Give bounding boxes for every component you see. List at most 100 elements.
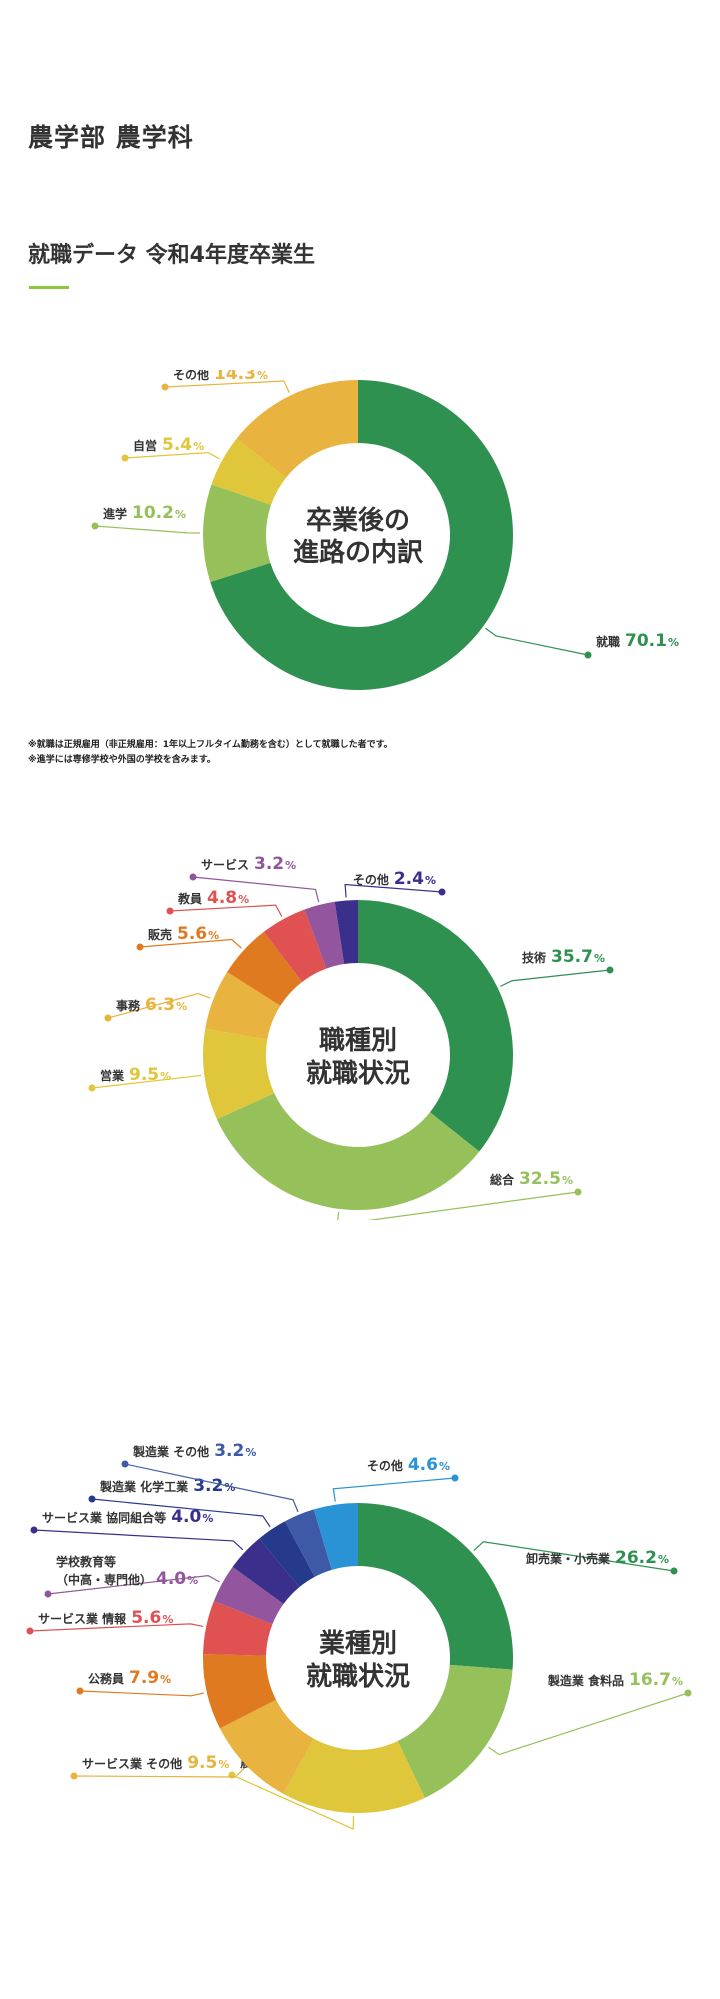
slice-value: 7.9	[129, 1668, 159, 1688]
slice-label-text: 進学 10.2%	[103, 503, 186, 523]
leader-line	[33, 1529, 244, 1551]
leader-dot	[44, 1590, 52, 1598]
slice-unit: %	[208, 929, 219, 942]
leader-line	[164, 380, 290, 393]
slice-1	[397, 1664, 513, 1798]
slice-1	[203, 484, 272, 582]
slice-unit: %	[312, 1757, 323, 1770]
leader-dot	[70, 1772, 78, 1780]
leader-dot	[88, 1084, 96, 1092]
slice-unit: %	[439, 1460, 450, 1473]
center-label-line: 職種別	[319, 1026, 397, 1056]
slice-label-1: 進学 10.2%	[91, 503, 201, 534]
slice-unit: %	[193, 440, 204, 453]
slice-3	[219, 1699, 314, 1794]
slice-label-6: 学校教育等（中高・専門他）4.0%	[44, 1554, 220, 1598]
slice-unit: %	[187, 1574, 198, 1587]
slice-value: 32.5	[519, 1169, 561, 1189]
slice-0	[358, 900, 513, 1152]
label-name: 自営	[133, 438, 157, 453]
label-name: サービス業 情報	[38, 1611, 127, 1626]
slice-value: 10.2	[132, 503, 174, 523]
leader-line	[500, 969, 611, 987]
slice-unit: %	[202, 1512, 213, 1525]
leader-line	[485, 627, 589, 656]
slice-value: 6.3	[145, 995, 175, 1015]
slice-value: 4.8	[207, 888, 237, 908]
slice-unit: %	[175, 508, 186, 521]
center-label-line: 進路の内訳	[293, 537, 424, 568]
slice-9	[285, 1509, 332, 1577]
leader-line	[344, 883, 443, 898]
slice-unit: %	[160, 1673, 171, 1686]
slice-6	[213, 1566, 284, 1625]
note-employment: ※就職は正規雇用（非正規雇用：1年以上フルタイム勤務を含む）として就職した者です…	[28, 740, 393, 750]
slice-unit: %	[658, 1553, 669, 1566]
slice-value: 5.6	[177, 924, 207, 944]
label-name: その他	[173, 370, 209, 382]
leader-dot	[91, 522, 99, 530]
slice-label-7: その他 2.4%	[344, 869, 446, 898]
leader-dot	[88, 1495, 96, 1503]
leader-dot	[76, 1687, 84, 1695]
label-name: 進学	[103, 506, 127, 521]
leader-dot	[121, 454, 129, 462]
slice-5	[263, 909, 327, 982]
slice-value: 2.4	[394, 869, 424, 889]
label-name: その他	[353, 872, 389, 887]
leader-dot	[606, 966, 614, 974]
slice-value: 4.0	[171, 1507, 201, 1527]
label-line: （中高・専門他）	[56, 1572, 152, 1587]
slice-unit: %	[224, 1481, 235, 1494]
slice-label-text: 自営 5.4%	[133, 435, 204, 455]
leader-dot	[438, 888, 446, 896]
slice-value: 9.5	[187, 1753, 217, 1773]
leader-dot	[670, 1567, 678, 1575]
leader-line	[139, 938, 242, 949]
slice-5	[203, 1600, 273, 1656]
label-name: 販売	[148, 927, 172, 942]
leader-line	[124, 452, 220, 460]
leader-dot	[684, 1689, 692, 1697]
title-underline	[29, 286, 69, 289]
notes: ※就職は正規雇用（非正規雇用：1年以上フルタイム勤務を含む）として就職した者です…	[28, 738, 393, 768]
leader-line	[47, 1575, 220, 1595]
leader-dot	[30, 1526, 38, 1534]
slice-label-4: 販売 5.6%	[136, 924, 242, 951]
slice-unit: %	[176, 1000, 187, 1013]
center-label-line: 就職状況	[306, 1662, 410, 1692]
slice-label-text: 販売 5.6%	[148, 924, 219, 944]
slice-unit: %	[238, 893, 249, 906]
leader-line	[29, 1623, 204, 1632]
slice-3	[205, 971, 281, 1040]
slice-label-text: その他 2.4%	[353, 869, 436, 889]
slice-value: 4.0	[156, 1569, 186, 1589]
slice-value: 5.4	[162, 435, 192, 455]
slice-unit: %	[257, 370, 268, 382]
leader-line	[91, 1498, 271, 1528]
center-label-line: 卒業後の	[306, 505, 410, 536]
slice-unit: %	[425, 874, 436, 887]
label-name: 製造業 食料品	[547, 1673, 624, 1688]
leader-line	[231, 1774, 355, 1830]
slice-7	[232, 1538, 300, 1604]
leader-dot	[189, 873, 197, 881]
slice-unit: %	[285, 859, 296, 872]
